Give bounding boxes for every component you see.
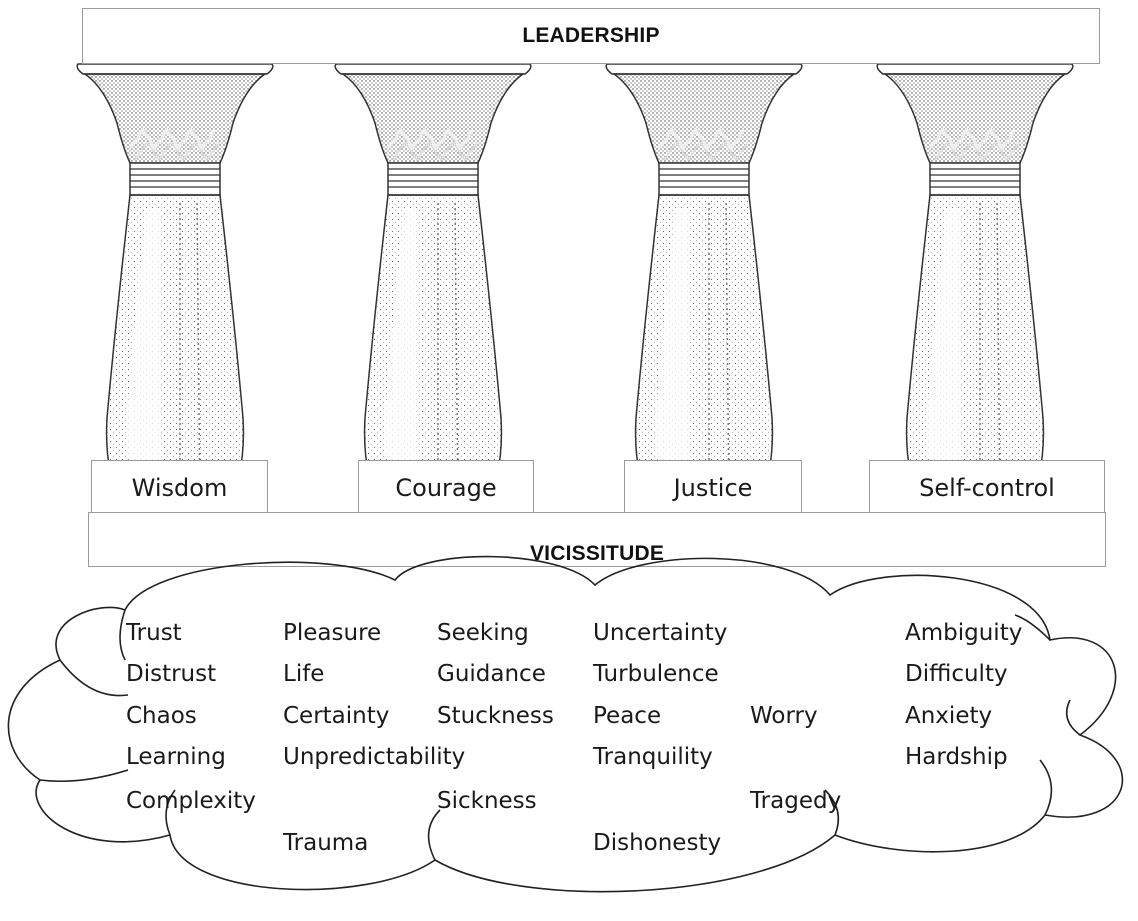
virtue-label-courage: Courage [395, 474, 497, 502]
virtue-label-justice: Justice [673, 474, 753, 502]
cloud-word: Distrust [126, 661, 217, 687]
cloud-word: Turbulence [593, 661, 719, 687]
cloud-word: Unpredictability [283, 744, 466, 770]
cloud-word: Difficulty [905, 661, 1008, 687]
cloud-word: Sickness [437, 788, 537, 814]
cloud-word: Tragedy [750, 788, 842, 814]
virtue-box-courage: Courage [358, 460, 534, 516]
cloud-word: Learning [126, 744, 226, 770]
vicissitude-text: VICISSITUDE [529, 541, 665, 565]
cloud-word: Chaos [126, 703, 197, 729]
cloud-word: Worry [750, 703, 818, 729]
cloud-word: Seeking [437, 620, 529, 646]
cloud-word: Complexity [126, 788, 256, 814]
cloud-word: Certainty [283, 703, 390, 729]
cloud-word: Anxiety [905, 703, 993, 729]
virtue-label-self-control: Self-control [919, 474, 1055, 502]
cloud-word: Stuckness [437, 703, 554, 729]
cloud-word: Uncertainty [593, 620, 728, 646]
leadership-text: LEADERSHIP [522, 24, 660, 47]
cloud-word: Tranquility [593, 744, 713, 770]
cloud-word: Pleasure [283, 620, 382, 646]
cloud-word: Life [283, 661, 325, 687]
leadership-label: LEADERSHIP [82, 8, 1100, 64]
cloud-word: Trust [126, 620, 182, 646]
virtue-box-wisdom: Wisdom [91, 460, 268, 516]
virtue-label-wisdom: Wisdom [131, 474, 228, 502]
cloud-word: Hardship [905, 744, 1008, 770]
cloud-word: Guidance [437, 661, 546, 687]
cloud-word: Ambiguity [905, 620, 1023, 646]
virtue-box-self-control: Self-control [869, 460, 1105, 516]
cloud-word: Trauma [283, 830, 369, 856]
cloud-word: Peace [593, 703, 662, 729]
cloud-word: Dishonesty [593, 830, 722, 856]
vicissitude-label: VICISSITUDE [88, 512, 1106, 567]
